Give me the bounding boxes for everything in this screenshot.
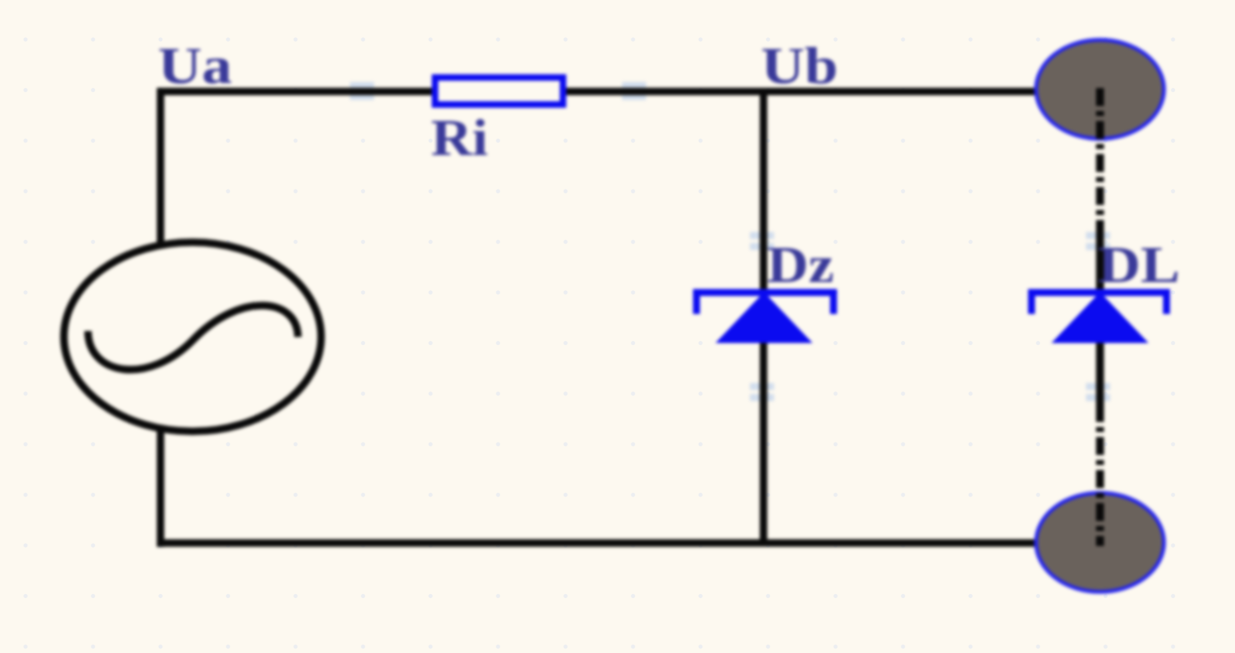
svg-text:Dz: Dz <box>767 237 834 294</box>
svg-text:DL: DL <box>1098 237 1180 294</box>
svg-text:Ri: Ri <box>431 110 488 167</box>
svg-text:Ua: Ua <box>158 38 232 95</box>
svg-text:Ub: Ub <box>761 38 838 95</box>
